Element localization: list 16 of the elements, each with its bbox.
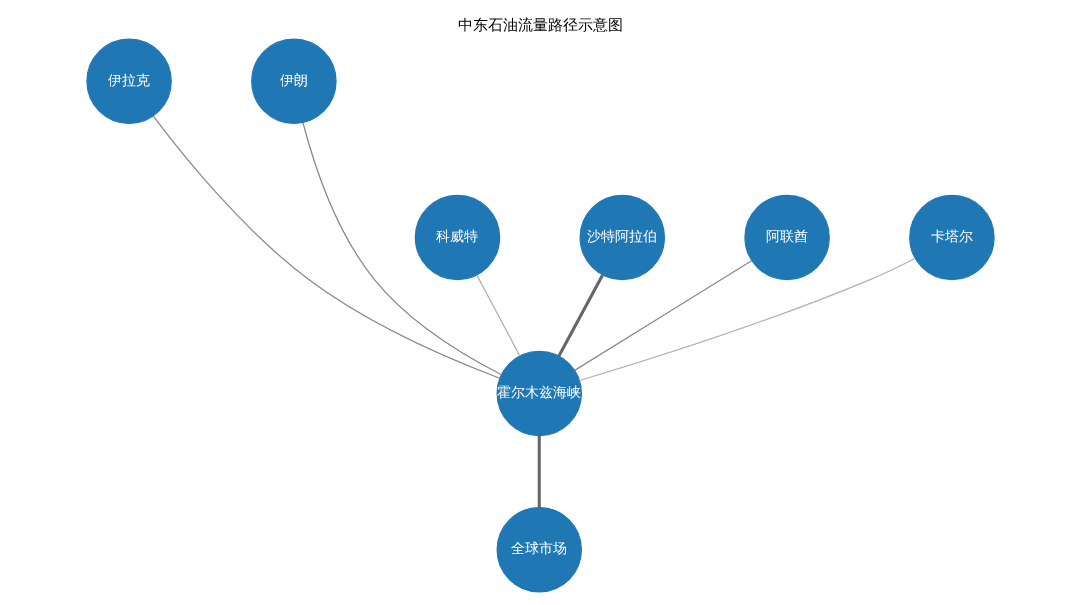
node-circle: 伊朗 <box>250 38 337 125</box>
diagram-title: 中东石油流量路径示意图 <box>457 16 623 34</box>
connector <box>152 115 500 379</box>
node-circle: 阿联酋 <box>743 194 830 281</box>
connector <box>578 257 916 382</box>
node-circle: 科威特 <box>414 194 500 281</box>
connector <box>556 274 604 357</box>
node-circle: 卡塔尔 <box>908 194 995 281</box>
connector <box>301 122 502 376</box>
connector <box>475 274 520 357</box>
node-circle: 伊拉克 <box>85 38 172 125</box>
node-circle: 全球市场 <box>496 506 582 593</box>
node-circle: 沙特阿拉伯 <box>579 194 665 281</box>
node-circle: 霍尔木兹海峡 <box>496 350 582 437</box>
connector <box>537 436 541 508</box>
connector <box>573 260 752 371</box>
